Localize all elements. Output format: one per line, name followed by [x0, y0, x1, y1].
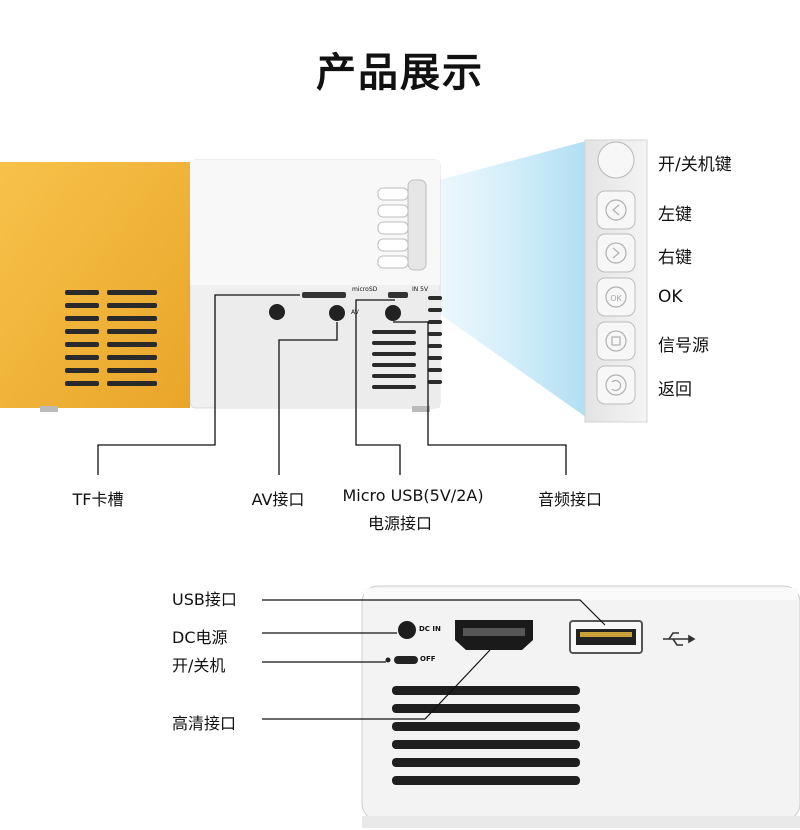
ok-icon-text: OK — [610, 294, 622, 303]
tf-slot — [302, 292, 346, 298]
page-title: 产品展示 — [316, 50, 484, 96]
off-print: OFF — [420, 655, 436, 663]
tf-slot-label: TF卡槽 — [72, 490, 124, 509]
audio-port-label: 音频接口 — [537, 490, 603, 509]
audio-port — [385, 305, 401, 321]
av-print: AV — [351, 309, 359, 316]
microsd-print: microSD — [352, 286, 378, 293]
usb-port-label: USB接口 — [172, 590, 237, 609]
lens — [407, 179, 427, 271]
power-input-label: 电源接口 — [367, 514, 433, 533]
av-extra-port — [269, 304, 285, 320]
projection-beam — [420, 140, 590, 420]
right-key-label: 右键 — [658, 248, 692, 268]
power-key-label: 开/关机键 — [658, 155, 732, 175]
left-key-label: 左键 — [658, 205, 692, 225]
projector-bottom-device — [361, 585, 800, 828]
bottom-leader-lines — [262, 599, 606, 720]
ok-key-label: OK — [658, 287, 683, 307]
power-switch — [394, 656, 418, 664]
dc-in-port — [398, 621, 416, 639]
side-vents — [65, 290, 157, 386]
power-switch-label: 开/关机 — [172, 656, 226, 675]
micro-usb-label: Micro USB(5V/2A) — [342, 486, 484, 505]
top-leader-lines — [97, 294, 567, 475]
av-port — [329, 305, 345, 321]
hdmi-port-label: 高清接口 — [172, 714, 237, 733]
av-port-label: AV接口 — [251, 490, 305, 509]
top-buttons — [377, 187, 409, 269]
projector-top-device — [0, 159, 442, 412]
micro-usb-port — [388, 292, 408, 298]
control-panel: OK — [584, 139, 648, 423]
dc-power-label: DC电源 — [172, 628, 228, 647]
in5v-print: IN 5V — [412, 286, 429, 293]
dc-in-print: DC IN — [419, 625, 441, 633]
source-key-label: 信号源 — [658, 336, 709, 356]
return-key-label: 返回 — [658, 380, 692, 400]
usb-symbol-icon — [663, 632, 696, 646]
